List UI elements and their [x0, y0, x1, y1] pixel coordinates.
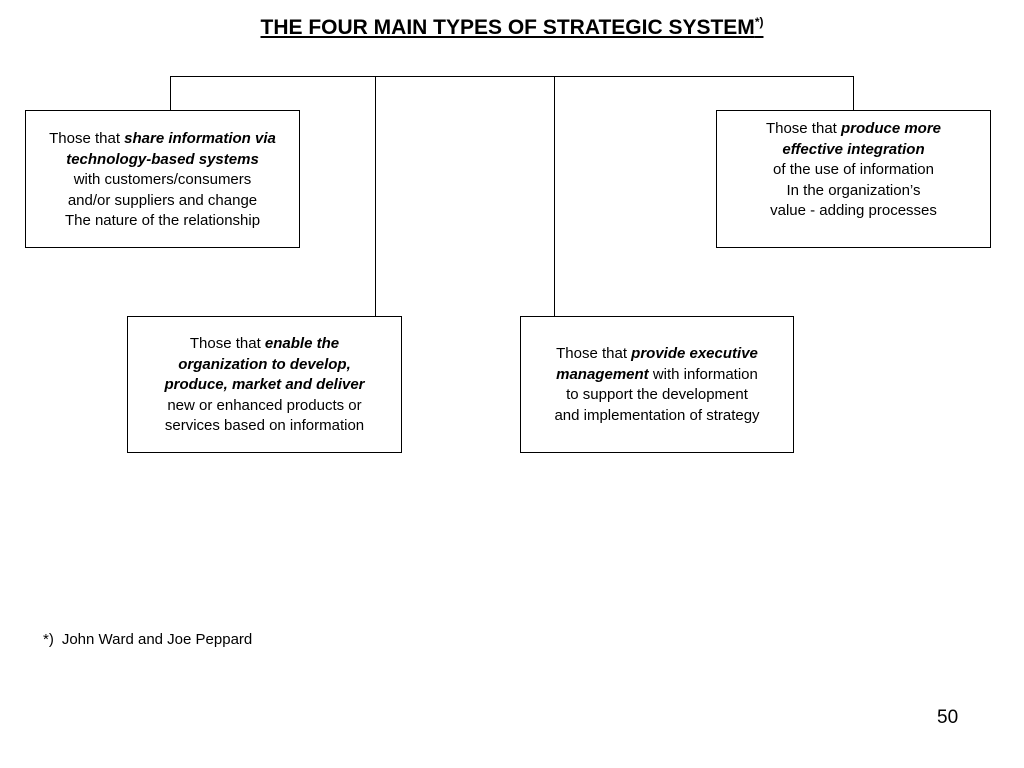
- title-footnote-mark: *): [754, 15, 764, 29]
- box-share-information: Those that share information via technol…: [25, 110, 300, 248]
- box-enable-organization-line: new or enhanced products or: [167, 396, 362, 414]
- box-share-information-heading: Those that share information via technol…: [26, 129, 299, 170]
- box-executive-management-heading: Those that provide executive management …: [521, 344, 793, 385]
- box-share-information-emphasis: share information via technology-based s…: [66, 130, 276, 168]
- connector-drop-right: [853, 76, 854, 110]
- box-effective-integration-line: In the organization’s: [786, 181, 921, 199]
- page-title-text: THE FOUR MAIN TYPES OF STRATEGIC SYSTEM: [260, 16, 755, 39]
- box-executive-management-prefix: Those that: [556, 345, 632, 362]
- box-executive-management-line: and implementation of strategy: [554, 406, 760, 424]
- connector-drop-center-left: [375, 76, 376, 316]
- box-share-information-line: with customers/consumers: [73, 171, 252, 188]
- box-executive-management-suffix: with information: [648, 365, 758, 383]
- connector-drop-left: [170, 76, 171, 110]
- box-executive-management: Those that provide executive management …: [520, 316, 794, 453]
- connector-drop-center-right: [554, 76, 555, 316]
- box-share-information-prefix: Those that: [49, 130, 125, 147]
- connector-top-horizontal: [170, 76, 854, 77]
- footnote-text: John Ward and Joe Peppard: [61, 631, 253, 648]
- box-effective-integration-emphasis: produce more effective integration: [782, 120, 942, 158]
- box-effective-integration-heading: Those that produce more effective integr…: [717, 119, 990, 160]
- box-enable-organization-line: services based on information: [164, 417, 365, 434]
- box-share-information-line: The nature of the relationship: [64, 212, 261, 229]
- box-enable-organization-prefix: Those that: [189, 335, 265, 352]
- box-share-information-line: and/or suppliers and change: [67, 191, 258, 209]
- box-executive-management-line: to support the development: [566, 386, 748, 403]
- box-effective-integration-line: value - adding processes: [770, 202, 937, 219]
- box-executive-management-emphasis: provide executive management: [556, 345, 758, 383]
- box-effective-integration: Those that produce more effective integr…: [716, 110, 991, 248]
- box-enable-organization-heading: Those that enable the organization to de…: [128, 334, 401, 396]
- box-enable-organization-emphasis: enable the organization to develop, prod…: [164, 335, 365, 393]
- page-number: 50: [937, 707, 959, 728]
- box-enable-organization: Those that enable the organization to de…: [127, 316, 402, 453]
- box-effective-integration-line: of the use of information: [773, 161, 934, 178]
- footnote-mark: *): [43, 631, 54, 648]
- footnote: *) John Ward and Joe Peppard: [43, 630, 252, 650]
- page-title: THE FOUR MAIN TYPES OF STRATEGIC SYSTEM*…: [0, 8, 1024, 42]
- box-effective-integration-prefix: Those that: [765, 120, 841, 137]
